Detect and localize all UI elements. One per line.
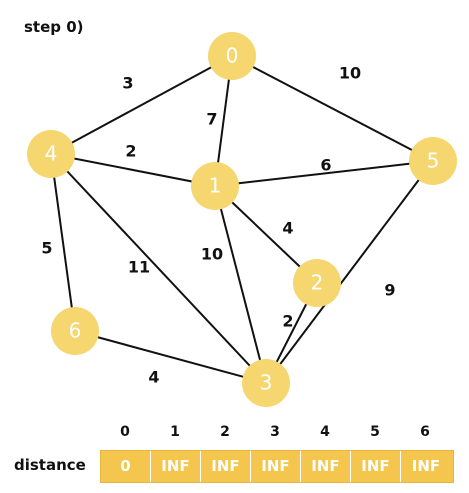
- distance-index: 0: [120, 424, 130, 440]
- edge-5-3: [265, 160, 434, 384]
- node-circle: [191, 162, 239, 210]
- node-3: 3: [242, 359, 290, 407]
- edge-weight-2-3: 2: [282, 312, 293, 331]
- node-5: 5: [409, 137, 457, 185]
- distance-cell: INF: [411, 457, 441, 475]
- edge-4-3: [50, 153, 267, 384]
- edge-0-5: [231, 55, 434, 162]
- edge-0-4: [50, 55, 233, 155]
- distance-index: 4: [320, 424, 330, 440]
- node-label: 4: [45, 142, 58, 166]
- node-2: 2: [293, 259, 341, 307]
- distance-cell: INF: [301, 451, 351, 482]
- edge-weight-0-4: 3: [122, 74, 133, 93]
- edge-weight-1-2: 4: [282, 219, 293, 238]
- node-layer: 0 1 2 3 4 5 6: [27, 32, 457, 407]
- distance-value-row: 0 INF INF INF INF INF INF: [100, 450, 454, 483]
- edge-6-3: [74, 330, 267, 384]
- node-label: 3: [260, 371, 273, 395]
- node-label: 5: [427, 149, 440, 173]
- distance-index: 5: [370, 424, 380, 440]
- node-circle: [27, 130, 75, 178]
- node-label: 2: [311, 271, 324, 295]
- distance-index-row: 0 1 2 3 4 5 6: [100, 420, 452, 444]
- distance-index: 3: [270, 424, 280, 440]
- node-label: 0: [226, 44, 239, 68]
- distance-table: 0 1 2 3 4 5 6 0 INF INF INF INF INF INF: [100, 420, 454, 483]
- edge-weight-0-5: 10: [339, 64, 361, 83]
- distance-index: 1: [170, 424, 180, 440]
- distance-index: 2: [220, 424, 230, 440]
- edge-weight-4-1: 2: [125, 142, 136, 161]
- node-label: 6: [69, 319, 82, 343]
- edge-weight-4-6: 5: [41, 239, 52, 258]
- node-4: 4: [27, 130, 75, 178]
- edge-1-5: [214, 160, 434, 187]
- edge-weight-1-5: 6: [320, 156, 331, 175]
- edge-weight-1-3: 10: [201, 245, 223, 264]
- edge-layer: [50, 55, 434, 384]
- weight-layer: 3 7 10 2 6 4 10 11 5 2 9 4: [41, 64, 395, 387]
- distance-cell: INF: [351, 451, 401, 482]
- distance-label: distance: [14, 456, 86, 474]
- edge-weight-5-3: 9: [384, 281, 395, 300]
- distance-cell: 0: [101, 451, 151, 482]
- distance-cell: INF: [251, 451, 301, 482]
- node-1: 1: [191, 162, 239, 210]
- edge-4-1: [50, 153, 216, 187]
- node-6: 6: [51, 307, 99, 355]
- distance-cell: INF: [151, 451, 201, 482]
- node-circle: [51, 307, 99, 355]
- edge-1-3: [214, 185, 267, 384]
- step-label: step 0): [24, 18, 84, 36]
- edge-4-6: [50, 153, 76, 332]
- node-circle: [293, 259, 341, 307]
- distance-cell: INF: [201, 451, 251, 482]
- node-label: 1: [209, 174, 222, 198]
- node-circle: [208, 32, 256, 80]
- edge-weight-0-1: 7: [206, 110, 217, 129]
- edge-weight-6-3: 4: [148, 368, 159, 387]
- node-0: 0: [208, 32, 256, 80]
- node-circle: [409, 137, 457, 185]
- edge-weight-4-3: 11: [128, 258, 150, 277]
- distance-index: 6: [420, 424, 430, 440]
- node-circle: [242, 359, 290, 407]
